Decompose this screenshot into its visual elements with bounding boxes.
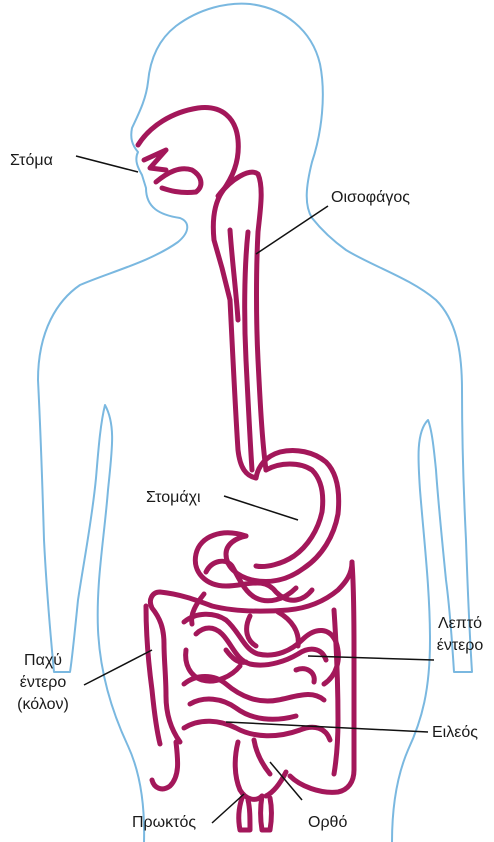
label-small-intestine-line1: Λεπτό xyxy=(428,613,492,635)
large-intestine-organ xyxy=(146,562,354,799)
label-small-intestine-line2: έντερο xyxy=(428,635,492,657)
label-esophagus: Οισοφάγος xyxy=(331,187,410,209)
leader-esophagus xyxy=(256,206,328,254)
leader-large-intestine xyxy=(84,650,152,685)
label-large-intestine: Παχύ έντερο (κόλον) xyxy=(0,650,86,716)
small-intestine-organ xyxy=(184,533,338,740)
leader-mouth xyxy=(76,156,138,172)
label-large-intestine-line2: έντερο xyxy=(0,672,86,694)
label-mouth: Στόμα xyxy=(10,150,53,172)
label-stomach: Στομάχι xyxy=(146,487,201,509)
esophagus-tract xyxy=(138,108,266,478)
label-anus: Πρωκτός xyxy=(132,812,196,834)
label-small-intestine: Λεπτό έντερο xyxy=(428,613,492,657)
label-large-intestine-line1: Παχύ xyxy=(0,650,86,672)
label-ileum: Ειλεός xyxy=(432,722,478,744)
label-rectum: Ορθό xyxy=(308,812,347,834)
leader-stomach xyxy=(224,496,298,520)
label-large-intestine-line3: (κόλον) xyxy=(0,694,86,716)
rectum-organ xyxy=(239,772,286,830)
